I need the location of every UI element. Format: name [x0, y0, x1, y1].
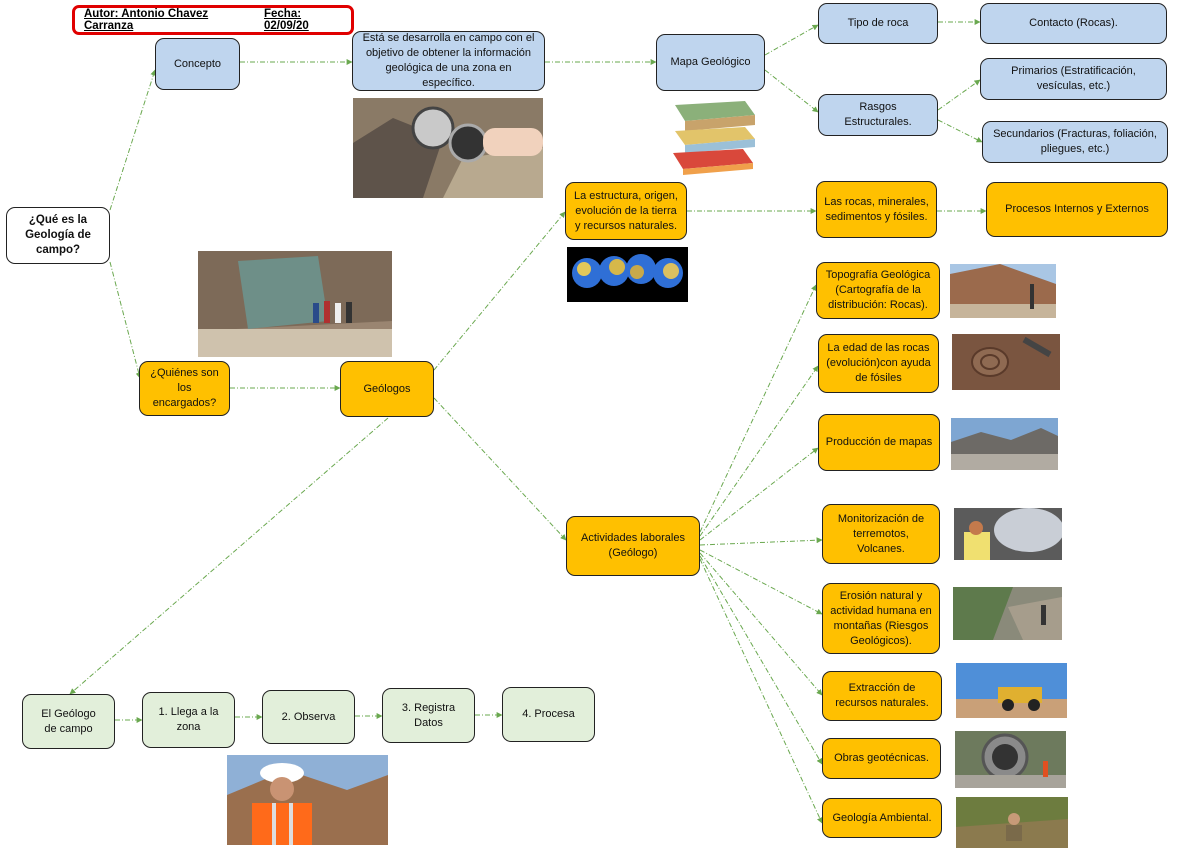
author-date: Fecha: 02/09/20	[263, 8, 309, 32]
primarios-node: Primarios (Estratificación, vesículas, e…	[980, 58, 1167, 100]
paso-1-node: 1. Llega a la zona	[142, 692, 235, 748]
topografia-node: Topografía Geológica (Cartografía de la …	[816, 262, 940, 319]
compass-photo	[353, 98, 543, 198]
volcano-monitoring-photo	[954, 508, 1062, 560]
root-question-node: ¿Qué es la Geología de campo?	[6, 207, 110, 264]
geologists-outcrop-photo	[198, 251, 392, 357]
mapping-landscape-photo	[951, 418, 1058, 470]
geologos-node: Geólogos	[340, 361, 434, 417]
secundarios-node: Secundarios (Fracturas, foliación, plieg…	[982, 121, 1168, 163]
fossil-photo	[952, 334, 1060, 390]
geologist-field-photo	[227, 755, 388, 845]
rasgos-estructurales-node: Rasgos Estructurales.	[818, 94, 938, 136]
author-box: Autor: Antonio Chavez Carranza Fecha: 02…	[72, 5, 354, 35]
procesos-node: Procesos Internos y Externos	[986, 182, 1168, 237]
link-act-monitorizacion	[699, 537, 823, 546]
geologo-campo-node: El Geólogo de campo	[22, 694, 115, 749]
link-geologos-estructura	[433, 211, 566, 371]
estructura-node: La estructura, origen, evolución de la t…	[565, 182, 687, 240]
author-name: Autor: Antonio Chavez Carranza	[84, 8, 209, 32]
link-act-topografia	[699, 284, 817, 533]
mining-truck-photo	[956, 663, 1067, 718]
actividades-node: Actividades laborales (Geólogo)	[566, 516, 700, 576]
link-act-extraccion	[699, 552, 823, 696]
erosion-photo	[953, 587, 1062, 640]
extraccion-node: Extracción de recursos naturales.	[822, 671, 942, 721]
definicion-node: Está se desarrolla en campo con el objet…	[352, 31, 545, 91]
link-geologos-actividades	[433, 397, 567, 541]
link-root-encargados	[109, 261, 142, 379]
obras-geotecnicas-node: Obras geotécnicas.	[822, 738, 941, 779]
erosion-node: Erosión natural y actividad humana en mo…	[822, 583, 940, 654]
tipo-roca-node: Tipo de roca	[818, 3, 938, 44]
link-root-concepto	[109, 69, 157, 211]
topography-photo	[950, 264, 1056, 318]
geologic-block-diagram	[655, 95, 767, 178]
environmental-geology-photo	[956, 797, 1068, 848]
geotechnical-works-photo	[955, 731, 1066, 788]
paso-2-node: 2. Observa	[262, 690, 355, 744]
monitorizacion-node: Monitorización de terremotos, Volcanes.	[822, 504, 940, 564]
concepto-node: Concepto	[155, 38, 240, 90]
link-act-edad	[699, 365, 819, 537]
paso-3-node: 3. Registra Datos	[382, 688, 475, 743]
link-rasgos-primarios	[937, 79, 981, 111]
link-act-ambiental	[699, 558, 823, 824]
link-geologos-geologocampo	[69, 417, 389, 695]
earth-globes-image	[567, 247, 688, 302]
contacto-node: Contacto (Rocas).	[980, 3, 1167, 44]
encargados-node: ¿Quiénes son los encargados?	[139, 361, 230, 416]
link-mapa-rasgos	[764, 69, 819, 113]
mapa-geologico-node: Mapa Geológico	[656, 34, 765, 91]
rocas-minerales-node: Las rocas, minerales, sedimentos y fósil…	[816, 181, 937, 238]
link-mapa-tiporoca	[764, 24, 819, 56]
link-rasgos-secundarios	[937, 119, 983, 143]
paso-4-node: 4. Procesa	[502, 687, 595, 742]
link-act-erosion	[699, 549, 823, 615]
geologia-ambiental-node: Geología Ambiental.	[822, 798, 942, 838]
edad-rocas-node: La edad de las rocas (evolución)con ayud…	[818, 334, 939, 393]
produccion-mapas-node: Producción de mapas	[818, 414, 940, 471]
link-act-produccion	[699, 447, 819, 541]
link-act-obras	[699, 555, 823, 765]
